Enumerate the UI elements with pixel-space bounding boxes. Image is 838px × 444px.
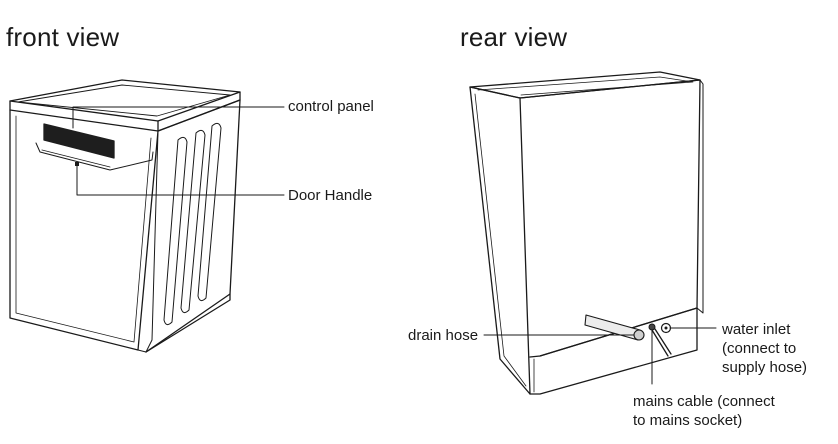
control-panel-leader	[72, 106, 285, 129]
rear-left-inner	[474, 93, 527, 387]
front-door-inner-border	[15, 115, 152, 343]
mains-cable-label-line-1: mains cable (connect	[633, 393, 775, 410]
front-top-inner-edge	[17, 84, 231, 117]
front-side-panel	[145, 99, 241, 353]
mains-cable-label: mains cable (connect to mains socket)	[633, 392, 775, 430]
water-inlet-label-line-2: (connect to	[722, 340, 797, 357]
door-handle-label: Door Handle	[288, 187, 373, 204]
front-body-corner	[137, 130, 159, 353]
front-dishwasher	[9, 79, 241, 353]
rear-top-inner	[477, 76, 694, 96]
front-side-bottom	[145, 293, 231, 353]
water-inlet-label-line-3: supply hose)	[722, 359, 808, 376]
water-inlet-core	[664, 326, 668, 330]
front-handle-bar	[41, 149, 111, 168]
mains-cable	[651, 328, 672, 357]
drain-hose-label: drain hose	[408, 327, 479, 344]
rear-dishwasher	[469, 71, 704, 395]
rear-back-panel	[519, 79, 701, 357]
front-door	[9, 109, 159, 351]
side-groove-2	[180, 129, 206, 314]
control-panel-display	[43, 123, 115, 159]
front-handle-strip	[35, 142, 154, 171]
drain-hose	[584, 314, 641, 341]
water-inlet-label: water inlet (connect to supply hose)	[722, 320, 807, 377]
side-groove-1	[163, 136, 188, 326]
rear-view-title: rear view	[460, 22, 568, 52]
rear-lower-recess	[529, 307, 698, 395]
drain-hose-outlet	[633, 329, 645, 341]
door-handle-knob	[75, 162, 79, 166]
control-panel-label: control panel	[288, 98, 374, 115]
front-view-title: front view	[6, 22, 120, 52]
door-handle-leader	[76, 164, 285, 196]
water-inlet-label-line-1: water inlet	[722, 321, 791, 338]
side-groove-3	[197, 122, 222, 302]
rear-back-right-edge	[696, 79, 704, 314]
mains-cable-grommet	[648, 323, 656, 331]
mains-cable-label-line-2: to mains socket)	[633, 412, 743, 429]
